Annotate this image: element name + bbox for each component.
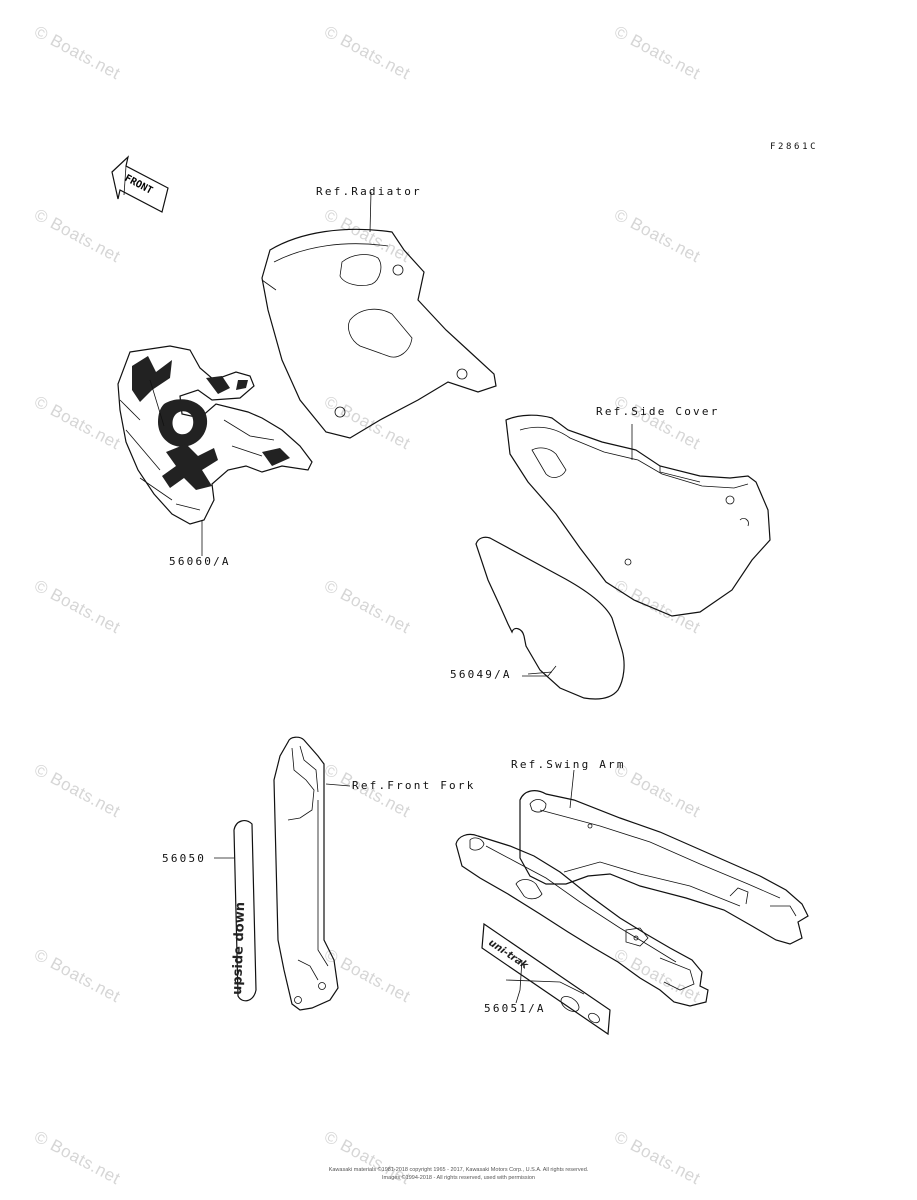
diagram-code: F2861C — [770, 142, 819, 152]
fork-decal-text: upside down — [230, 902, 248, 995]
side-cover-decal-56049 — [475, 536, 625, 700]
part-56051-label: 56051/A — [484, 1002, 546, 1015]
leader-line-56049 — [522, 665, 557, 677]
front-fork-guard — [273, 736, 351, 1011]
ref-front-fork-label: Ref.Front Fork — [352, 779, 476, 792]
footer-permission: Images ©1994-2018 - All rights reserved,… — [382, 1175, 535, 1181]
part-56060-label: 56060/A — [169, 555, 231, 568]
part-56049-label: 56049/A — [450, 668, 512, 681]
radiator-shroud — [261, 191, 497, 439]
footer-copyright: Kawasaki materials ©1981-2018 copyright … — [328, 1167, 589, 1173]
side-cover — [505, 414, 771, 617]
swing-arm — [455, 769, 809, 1007]
leader-line-56051 — [515, 959, 523, 1004]
front-arrow-icon: FRONT — [111, 155, 169, 213]
part-56050-label: 56050 — [162, 852, 207, 865]
fork-decal-56050: upside down — [214, 820, 257, 1002]
swingarm-decal-56051: uni-trak — [481, 922, 611, 1036]
ref-swing-arm-label: Ref.Swing Arm — [511, 758, 626, 771]
ref-side-cover-label: Ref.Side Cover — [596, 405, 720, 418]
ref-radiator-label: Ref.Radiator — [316, 185, 422, 198]
shroud-decal-56060 — [117, 345, 313, 556]
